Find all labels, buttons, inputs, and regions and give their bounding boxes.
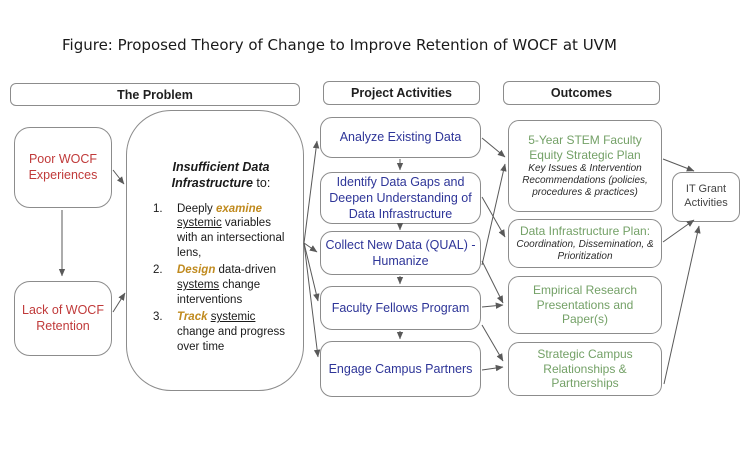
- node-empirical-research: Empirical Research Presentations and Pap…: [508, 276, 662, 334]
- node-5-year-stem-plan-title: 5-Year STEM Faculty Equity Strategic Pla…: [528, 132, 642, 162]
- header-the-problem: The Problem: [10, 83, 300, 106]
- node-lack-of-wocf-retention-label: Lack of WOCF Retention: [22, 302, 104, 333]
- infra-item-2: 2. Design data-driven systems change int…: [153, 263, 289, 308]
- arrow-analyze-to-5year: [481, 137, 506, 158]
- node-insufficient-data-infrastructure: Insufficient Data Infrastructure to: 1. …: [126, 110, 304, 391]
- infra-item-1: 1. Deeply examine systemic variables wit…: [153, 202, 289, 262]
- arrow-datainfra-to-itgrant: [662, 219, 695, 243]
- arrow-engage-to-strategic: [481, 364, 504, 372]
- node-data-infrastructure-plan: Data Infrastructure Plan: Coordination, …: [508, 219, 662, 268]
- node-faculty-fellows-program-label: Faculty Fellows Program: [331, 300, 470, 315]
- node-strategic-campus-relationships: Strategic Campus Relationships & Partner…: [508, 342, 662, 396]
- header-project-activities: Project Activities: [323, 81, 480, 105]
- header-outcomes-label: Outcomes: [550, 86, 613, 100]
- node-empirical-research-title: Empirical Research Presentations and Pap…: [532, 283, 638, 327]
- node-collect-new-data-label: Collect New Data (QUAL) - Humanize: [325, 237, 476, 268]
- infra-item-3-text: Track systemic change and progress over …: [177, 311, 286, 353]
- infra-item-2-number: 2.: [153, 264, 163, 277]
- node-data-infrastructure-plan-subtitle: Coordination, Dissemination, & Prioritiz…: [516, 239, 654, 263]
- arrow-infra-to-analyze: [303, 140, 320, 244]
- node-it-grant-activities: IT Grant Activities: [672, 172, 740, 222]
- arrow-strategic-to-itgrant: [663, 225, 701, 385]
- infra-item-1-text: Deeply examine systemic variables with a…: [177, 202, 285, 260]
- node-5-year-stem-plan-subtitle: Key Issues & Intervention Recommendation…: [522, 163, 648, 199]
- node-engage-campus-partners: Engage Campus Partners: [320, 341, 481, 397]
- node-identify-data-gaps-label: Identify Data Gaps and Deepen Understand…: [329, 174, 472, 222]
- infra-list: 1. Deeply examine systemic variables wit…: [153, 202, 289, 357]
- header-project-activities-label: Project Activities: [351, 86, 452, 100]
- arrow-lack-to-infra: [112, 292, 126, 313]
- node-data-infrastructure-plan-title: Data Infrastructure Plan:: [519, 223, 651, 238]
- node-lack-of-wocf-retention: Lack of WOCF Retention: [14, 281, 112, 356]
- infra-item-1-number: 1.: [153, 202, 163, 215]
- arrow-faculty-to-empirical: [481, 302, 504, 309]
- arrow-infra-to-faculty: [303, 242, 320, 302]
- node-faculty-fellows-program: Faculty Fellows Program: [320, 286, 481, 330]
- infra-item-3-number: 3.: [153, 311, 163, 324]
- node-5-year-stem-plan: 5-Year STEM Faculty Equity Strategic Pla…: [508, 120, 662, 212]
- arrow-identify-to-datainfra: [481, 196, 506, 238]
- infra-item-3: 3. Track systemic change and progress ov…: [153, 310, 289, 355]
- arrow-poor-to-infra: [112, 169, 125, 185]
- arrow-faculty-to-strategic: [481, 324, 504, 362]
- header-the-problem-label: The Problem: [117, 87, 193, 102]
- node-poor-wocf-experiences: Poor WOCF Experiences: [14, 127, 112, 208]
- arrow-5year-to-itgrant: [662, 158, 695, 172]
- arrow-collect-to-empirical: [481, 260, 504, 304]
- node-it-grant-activities-label: IT Grant Activities: [684, 183, 728, 209]
- header-outcomes: Outcomes: [503, 81, 660, 105]
- node-collect-new-data: Collect New Data (QUAL) - Humanize: [320, 231, 481, 275]
- node-analyze-existing-data-label: Analyze Existing Data: [339, 130, 462, 145]
- infra-heading: Insufficient Data Infrastructure to:: [153, 159, 289, 192]
- arrow-infra-to-engage: [303, 242, 321, 358]
- infra-item-2-text: Design data-driven systems change interv…: [177, 264, 277, 307]
- node-engage-campus-partners-label: Engage Campus Partners: [328, 361, 473, 376]
- figure-title: Figure: Proposed Theory of Change to Imp…: [62, 36, 617, 54]
- node-poor-wocf-experiences-label: Poor WOCF Experiences: [28, 151, 98, 182]
- infra-heading-rest: to:: [252, 176, 271, 191]
- node-strategic-campus-relationships-title: Strategic Campus Relationships & Partner…: [537, 347, 633, 391]
- node-identify-data-gaps: Identify Data Gaps and Deepen Understand…: [320, 172, 481, 224]
- arrow-infra-to-collect: [303, 242, 318, 253]
- node-analyze-existing-data: Analyze Existing Data: [320, 117, 481, 158]
- arrow-collect-to-5year: [481, 163, 507, 266]
- infra-heading-emphasis: Insufficient Data Infrastructure: [171, 160, 270, 191]
